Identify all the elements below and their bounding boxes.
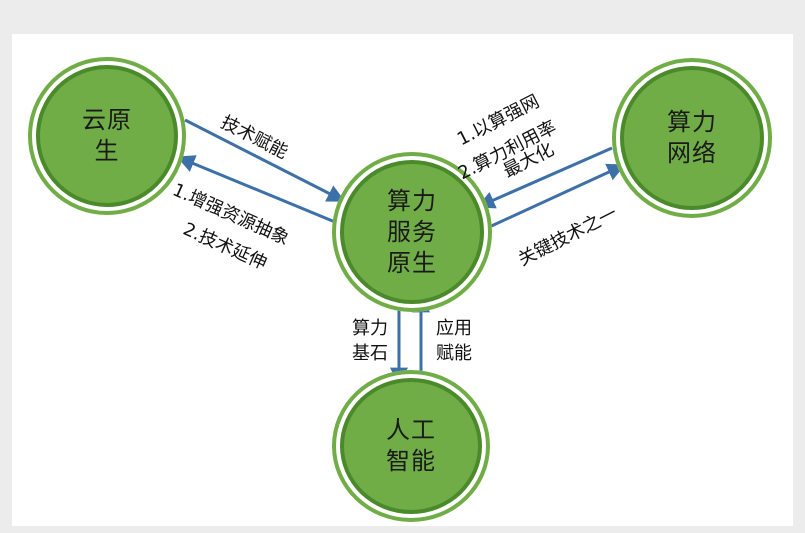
node-disc: 云原 生 bbox=[36, 65, 178, 207]
arrow-service-to-cloud bbox=[176, 155, 336, 224]
node-ai: 人工 智能 bbox=[332, 370, 490, 522]
node-ring bbox=[332, 370, 490, 522]
node-compute-service-label: 算力 服务 原生 bbox=[387, 186, 437, 277]
node-ai-label: 人工 智能 bbox=[386, 416, 436, 475]
node-cloud-native-label: 云原 生 bbox=[82, 106, 132, 165]
arrow-cloud-to-service bbox=[184, 118, 346, 202]
edge-label-service-to-ai: 算力 基石 bbox=[352, 318, 388, 364]
node-compute-network: 算力 网络 bbox=[612, 58, 772, 218]
node-cloud-native: 云原 生 bbox=[28, 57, 186, 215]
edge-label-ai-to-service: 应用 赋能 bbox=[436, 318, 472, 364]
node-ring bbox=[332, 152, 492, 312]
node-disc: 人工 智能 bbox=[340, 378, 482, 514]
node-compute-service: 算力 服务 原生 bbox=[332, 152, 492, 312]
node-ring bbox=[612, 58, 772, 218]
node-disc: 算力 网络 bbox=[620, 66, 764, 210]
node-disc: 算力 服务 原生 bbox=[340, 160, 484, 304]
arrow-service-to-network bbox=[486, 163, 626, 230]
arrow-network-to-service bbox=[476, 146, 613, 209]
node-ring bbox=[28, 57, 186, 215]
node-compute-network-label: 算力 网络 bbox=[667, 108, 717, 167]
